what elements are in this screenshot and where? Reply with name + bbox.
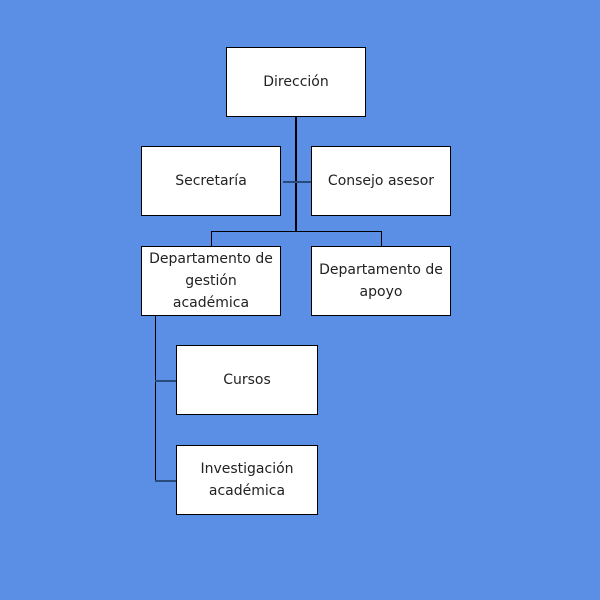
node-cursos: Cursos xyxy=(176,345,318,415)
connector-dga-drop xyxy=(211,231,212,246)
node-departamento-apoyo: Departamento de apoyo xyxy=(311,246,451,316)
connector-investigacion xyxy=(155,480,176,482)
connector-departments-bar xyxy=(211,231,382,232)
node-label: Investigación académica xyxy=(200,461,294,499)
connector-assistants xyxy=(283,181,311,183)
node-departamento-gestion-academica: Departamento de gestión académica xyxy=(141,246,281,316)
node-label: Consejo asesor xyxy=(327,173,435,189)
node-consejo-asesor: Consejo asesor xyxy=(311,146,451,216)
node-label: Secretaría xyxy=(175,173,247,189)
connector-cursos xyxy=(155,380,176,382)
node-investigacion-academica: Investigación académica xyxy=(176,445,318,515)
connector-dap-drop xyxy=(381,231,382,246)
node-label: Cursos xyxy=(223,372,271,388)
node-direccion: Dirección xyxy=(226,47,366,117)
connector-direccion-trunk xyxy=(295,117,297,231)
node-label: Departamento de gestión académica xyxy=(149,251,273,311)
node-label: Departamento de apoyo xyxy=(319,262,443,300)
node-label: Dirección xyxy=(263,74,329,90)
connector-dga-trunk xyxy=(155,316,156,482)
node-secretaria: Secretaría xyxy=(141,146,281,216)
